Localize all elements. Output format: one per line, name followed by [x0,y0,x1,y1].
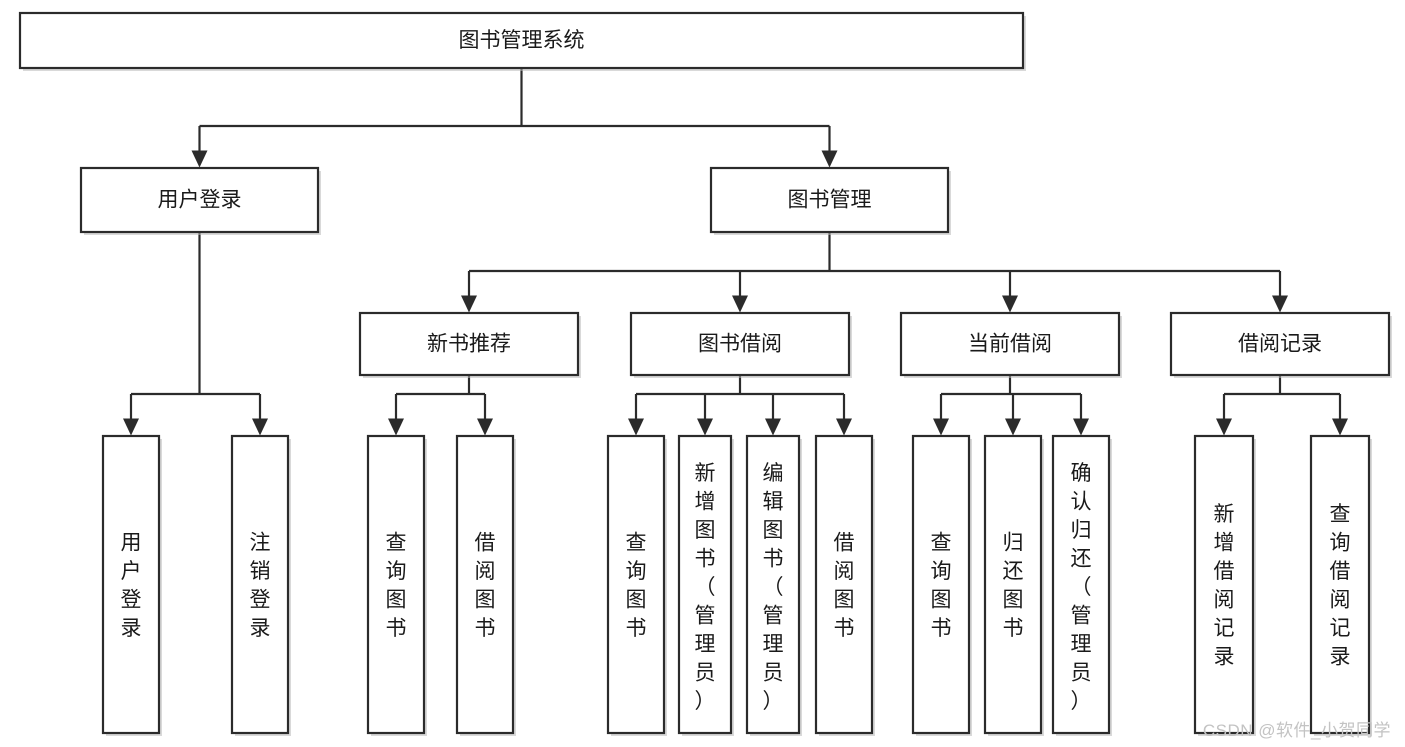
node-label: 查询图书 [386,532,407,641]
node-borrow-record[interactable]: 借阅记录 [1169,311,1392,378]
node-box[interactable] [983,434,1043,735]
node-leaf-query-borrow-record[interactable]: 查询借阅记录 [1309,434,1372,736]
node-leaf-add-borrow-record[interactable]: 新增借阅记录 [1193,434,1256,736]
node-box[interactable] [899,311,1121,377]
node-label: 查询图书 [626,532,647,641]
node-label: 用户登录 [158,189,242,212]
node-leaf-edit-book-admin[interactable]: 编辑图书（管理员） [745,434,802,736]
node-label: 图书管理系统 [459,29,585,52]
node-root[interactable]: 图书管理系统 [18,11,1026,71]
node-label: 确认归还（管理员） [1071,462,1092,713]
node-label: 新增借阅记录 [1214,503,1235,669]
node-leaf-confirm-return-admin[interactable]: 确认归还（管理员） [1051,434,1112,736]
node-label: 编辑图书（管理员） [763,462,784,713]
node-leaf-borrow-book-1[interactable]: 借阅图书 [455,434,516,736]
csdn-watermark: CSDN @软件_小贺同学 [1202,721,1391,740]
node-leaf-return-book[interactable]: 归还图书 [983,434,1044,736]
node-leaf-user-login[interactable]: 用户登录 [101,434,162,736]
node-box[interactable] [745,434,801,735]
node-new-book-rec[interactable]: 新书推荐 [358,311,581,378]
connector-group [933,375,1089,436]
node-box[interactable] [101,434,161,735]
node-box[interactable] [1051,434,1111,735]
node-label: 图书管理 [788,189,872,212]
node-user-login[interactable]: 用户登录 [79,166,321,235]
connector-group [191,68,838,168]
node-box[interactable] [358,311,580,377]
node-box[interactable] [366,434,426,735]
node-current-borrow[interactable]: 当前借阅 [899,311,1122,378]
node-label: 注销登录 [250,532,271,641]
node-leaf-logout-login[interactable]: 注销登录 [230,434,291,736]
node-box[interactable] [230,434,290,735]
node-box[interactable] [606,434,666,735]
node-label: 图书借阅 [698,333,782,356]
node-box[interactable] [814,434,874,735]
node-leaf-query-book-2[interactable]: 查询图书 [606,434,667,736]
node-label: 借阅记录 [1238,333,1322,356]
node-book-borrow[interactable]: 图书借阅 [629,311,852,378]
node-book-manage[interactable]: 图书管理 [709,166,951,235]
node-box[interactable] [629,311,851,377]
node-box[interactable] [677,434,733,735]
connector-group [1216,375,1348,436]
connector-group [628,375,852,436]
node-box[interactable] [1309,434,1371,735]
node-leaf-query-book-1[interactable]: 查询图书 [366,434,427,736]
connector-group [388,375,493,436]
node-leaf-add-book-admin[interactable]: 新增图书（管理员） [677,434,734,736]
node-box[interactable] [1169,311,1391,377]
node-box[interactable] [18,11,1025,70]
node-box[interactable] [1193,434,1255,735]
node-label: 借阅图书 [475,532,496,641]
node-label: 新增图书（管理员） [695,462,716,713]
node-label: 查询借阅记录 [1330,503,1351,669]
node-box[interactable] [79,166,320,234]
connectors-layer [123,68,1348,436]
node-label: 当前借阅 [968,333,1052,356]
node-label: 查询图书 [931,532,952,641]
node-box[interactable] [709,166,950,234]
node-box[interactable] [911,434,971,735]
node-leaf-query-book-3[interactable]: 查询图书 [911,434,972,736]
node-label: 借阅图书 [834,532,855,641]
node-label: 归还图书 [1003,532,1024,641]
connector-group [123,232,268,436]
node-label: 新书推荐 [427,333,511,356]
connector-group [461,232,1288,313]
nodes-layer: 图书管理系统用户登录图书管理新书推荐图书借阅当前借阅借阅记录用户登录注销登录查询… [18,11,1392,736]
node-label: 用户登录 [121,532,142,641]
node-leaf-borrow-book-2[interactable]: 借阅图书 [814,434,875,736]
node-box[interactable] [455,434,515,735]
